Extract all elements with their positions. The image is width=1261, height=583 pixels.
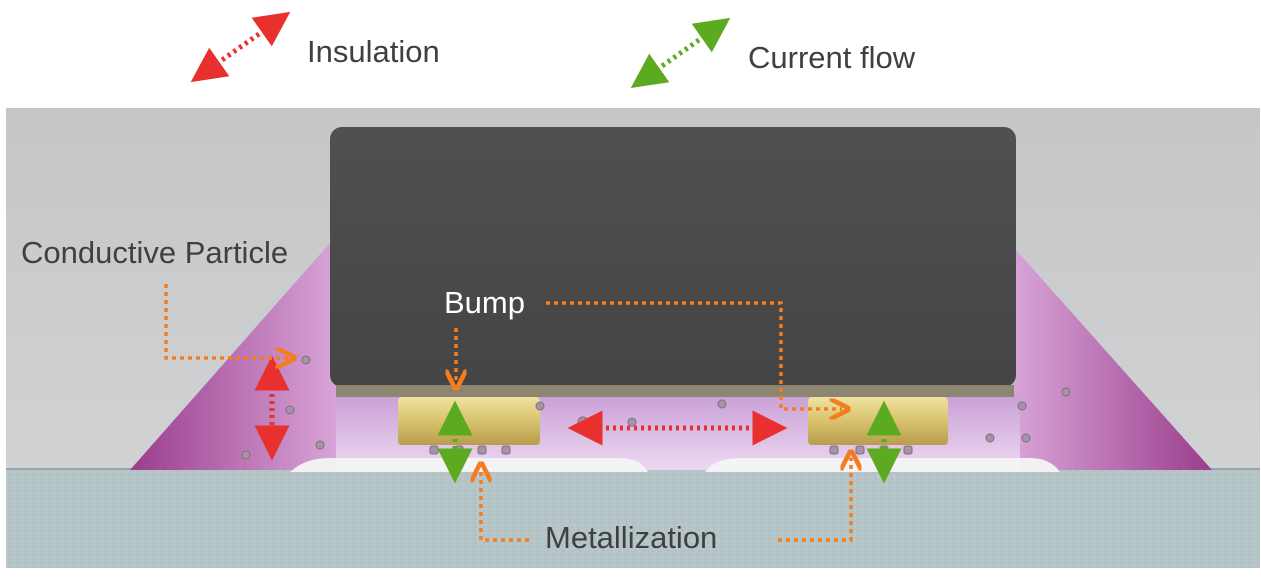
bump-right xyxy=(808,397,948,445)
insulation-legend-label: Insulation xyxy=(307,34,440,69)
current-flow-legend-arrow xyxy=(630,17,731,89)
substrate xyxy=(6,469,1260,568)
bump-left xyxy=(398,397,540,445)
chip-bottom-edge xyxy=(336,385,1014,397)
bump-label: Bump xyxy=(444,285,525,320)
metallization-pad-left xyxy=(290,458,648,472)
metallization-label: Metallization xyxy=(545,520,718,555)
metallization-leader-left xyxy=(481,470,529,542)
metallization-leader-right xyxy=(778,458,851,542)
adhesive-fillet-right xyxy=(1010,250,1212,470)
chip-die xyxy=(330,127,1016,387)
bump-leader-right xyxy=(546,301,842,409)
current-flow-legend-label: Current flow xyxy=(748,40,916,75)
insulation-legend-arrow xyxy=(190,11,291,83)
conductive-particle-label: Conductive Particle xyxy=(21,235,289,270)
conductive-particle-leader xyxy=(164,284,288,358)
